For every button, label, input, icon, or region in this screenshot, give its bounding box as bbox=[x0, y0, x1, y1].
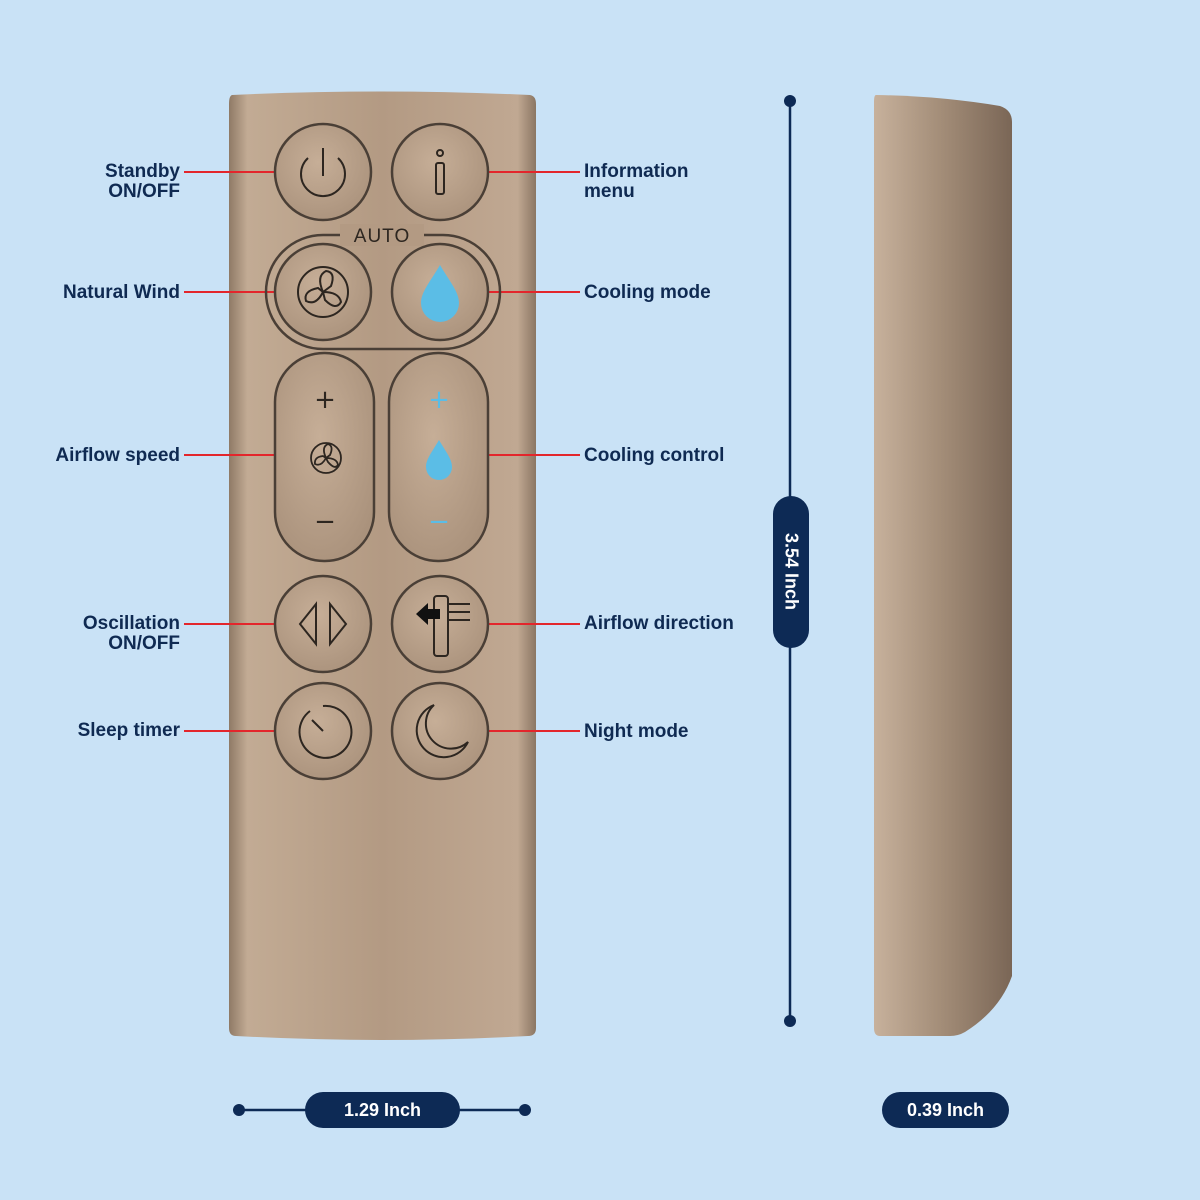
water-drop-icon bbox=[421, 265, 459, 322]
night-mode-label: Night mode bbox=[584, 722, 689, 742]
oscillation-label-line2: ON/OFF bbox=[108, 633, 180, 654]
standby-button[interactable] bbox=[273, 122, 373, 222]
sleep-timer-button[interactable] bbox=[273, 681, 373, 781]
cooling-plus[interactable]: + bbox=[428, 385, 450, 415]
airflow-speed-rocker[interactable]: + − bbox=[273, 351, 376, 563]
water-drop-icon bbox=[426, 440, 452, 480]
information-label-line1: Information bbox=[584, 161, 689, 182]
sleep-timer-label: Sleep timer bbox=[78, 721, 180, 741]
depth-dimension-badge: 0.39 Inch bbox=[882, 1092, 1009, 1128]
natural-wind-label: Natural Wind bbox=[63, 283, 180, 303]
night-mode-button[interactable] bbox=[390, 681, 490, 781]
airflow-speed-label: Airflow speed bbox=[55, 446, 180, 466]
oscillation-button[interactable] bbox=[273, 574, 373, 674]
timer-icon bbox=[298, 704, 353, 759]
airflow-speed-text: Airflow speed bbox=[55, 445, 180, 466]
standby-label: Standby ON/OFF bbox=[105, 162, 180, 202]
auto-label: AUTO bbox=[354, 226, 410, 247]
standby-label-line2: ON/OFF bbox=[108, 181, 180, 202]
oscillation-icon bbox=[298, 601, 348, 647]
width-dimension-text: 1.29 Inch bbox=[343, 1099, 422, 1120]
power-icon bbox=[300, 148, 346, 198]
height-dimension-text: 3.54 Inch bbox=[781, 533, 802, 611]
standby-label-line1: Standby bbox=[105, 161, 180, 182]
info-icon bbox=[435, 149, 445, 195]
cooling-minus[interactable]: − bbox=[428, 507, 450, 537]
cooling-mode-button[interactable] bbox=[390, 242, 490, 342]
natural-wind-text: Natural Wind bbox=[63, 282, 180, 303]
depth-dimension-text: 0.39 Inch bbox=[906, 1099, 985, 1120]
airflow-direction-button[interactable] bbox=[390, 574, 490, 674]
remote-side bbox=[874, 95, 1012, 1036]
information-button[interactable] bbox=[390, 122, 490, 222]
cooling-control-label: Cooling control bbox=[584, 446, 724, 466]
width-dimension-badge: 1.29 Inch bbox=[305, 1092, 460, 1128]
moon-icon bbox=[415, 704, 469, 759]
airflow-direction-text: Airflow direction bbox=[584, 613, 734, 634]
natural-wind-button[interactable] bbox=[273, 242, 373, 342]
airflow-direction-label: Airflow direction bbox=[584, 614, 734, 634]
oscillation-label-line1: Oscillation bbox=[82, 613, 180, 634]
fan-icon bbox=[310, 442, 342, 474]
cooling-control-rocker[interactable]: + − bbox=[387, 351, 490, 563]
cooling-control-text: Cooling control bbox=[584, 445, 725, 466]
auto-group-outline: AUTO bbox=[264, 224, 502, 351]
information-label: Information menu bbox=[584, 162, 689, 202]
airflow-direction-icon bbox=[416, 595, 470, 657]
leader-lines bbox=[184, 171, 580, 732]
oscillation-label: Oscillation ON/OFF bbox=[83, 614, 180, 654]
airflow-minus[interactable]: − bbox=[314, 507, 336, 537]
airflow-plus[interactable]: + bbox=[314, 385, 336, 415]
cooling-mode-text: Cooling mode bbox=[584, 282, 711, 303]
night-mode-text: Night mode bbox=[584, 721, 689, 742]
height-dimension-badge: 3.54 Inch bbox=[773, 496, 809, 648]
fan-icon bbox=[297, 266, 349, 318]
cooling-mode-label: Cooling mode bbox=[584, 283, 711, 303]
information-label-line2: menu bbox=[584, 181, 635, 202]
sleep-timer-text: Sleep timer bbox=[77, 720, 180, 741]
